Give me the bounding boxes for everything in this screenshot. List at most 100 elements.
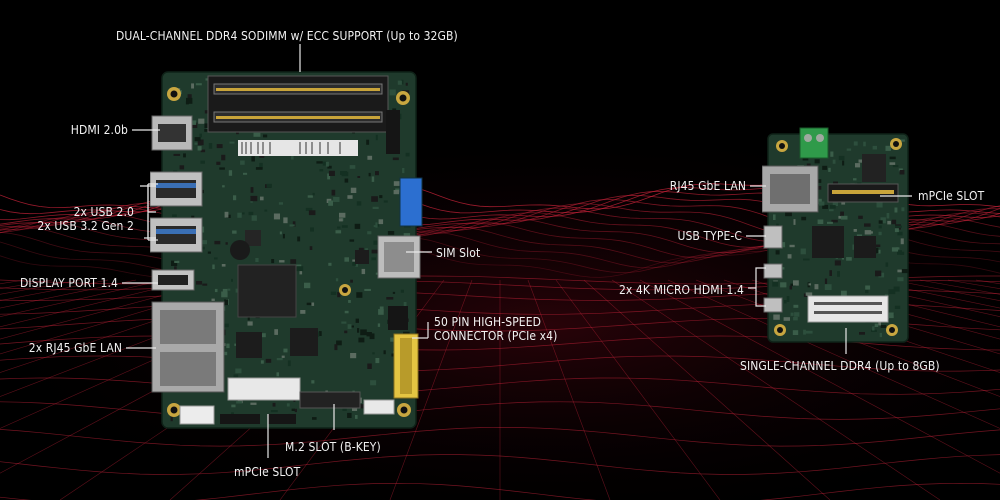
grid-line-horizontal — [0, 426, 1000, 447]
smd-component — [785, 211, 792, 217]
smd-component — [875, 247, 879, 254]
smd-component — [784, 300, 787, 304]
smd-component — [259, 155, 265, 158]
label-sim-slot: SIM Slot — [436, 246, 481, 260]
smd-component — [242, 212, 245, 215]
m2-slot — [299, 391, 361, 409]
smd-component — [876, 202, 883, 208]
smd-component — [219, 167, 225, 170]
smd-component — [221, 291, 228, 298]
smd-component — [379, 195, 383, 199]
smd-component — [367, 363, 372, 369]
label-single-ddr4: SINGLE-CHANNEL DDR4 (Up to 8GB) — [740, 359, 940, 373]
smd-component — [831, 219, 838, 223]
smd-component — [838, 155, 845, 161]
smd-component — [328, 262, 332, 266]
smd-component — [350, 325, 354, 328]
smd-component — [271, 259, 275, 264]
smd-component — [273, 213, 280, 220]
smd-component — [349, 165, 356, 169]
smd-component — [378, 309, 384, 315]
smd-component — [204, 110, 210, 114]
smd-component — [897, 250, 902, 255]
smd-component — [349, 239, 355, 242]
smd-component — [300, 310, 306, 314]
smd-component — [397, 80, 402, 85]
smd-component — [232, 230, 237, 234]
smd-component — [304, 282, 311, 289]
smd-component — [253, 132, 261, 137]
smd-component — [858, 215, 863, 219]
smd-component — [201, 246, 205, 250]
smd-component — [356, 292, 363, 298]
smd-component — [240, 160, 245, 165]
smd-component — [208, 143, 213, 149]
smd-component — [319, 169, 324, 172]
smd-component — [403, 302, 407, 307]
smd-component — [296, 266, 304, 272]
smd-component — [204, 123, 211, 129]
smd-component — [263, 134, 268, 138]
smd-component — [341, 321, 347, 324]
smd-component — [226, 343, 230, 349]
smd-component — [356, 201, 362, 206]
smd-component — [259, 162, 263, 169]
smd-component — [183, 153, 186, 158]
smd-component — [283, 217, 288, 224]
label-m2-slot: M.2 SLOT (B-KEY) — [285, 440, 381, 454]
smd-component — [197, 139, 204, 146]
smd-component — [872, 145, 877, 150]
ddr4-module — [807, 295, 889, 323]
smd-component — [283, 348, 288, 353]
smd-component — [794, 312, 800, 317]
smd-component — [174, 260, 180, 263]
smd-component — [827, 221, 833, 224]
smd-component — [336, 340, 342, 346]
smd-component — [401, 79, 404, 85]
smd-component — [341, 225, 348, 228]
smd-component — [222, 288, 228, 294]
smd-component — [270, 410, 278, 413]
smd-component — [354, 223, 361, 229]
smd-component — [392, 291, 396, 294]
smd-component — [390, 337, 395, 342]
smd-component — [891, 247, 899, 252]
smd-component — [308, 210, 316, 216]
smd-component — [337, 226, 341, 229]
smd-component — [312, 192, 315, 196]
smd-component — [276, 358, 283, 361]
smd-component — [297, 236, 301, 242]
smd-component — [371, 257, 376, 261]
smd-component — [231, 278, 233, 282]
smd-component — [235, 368, 242, 374]
smd-component — [887, 220, 891, 225]
smd-component — [204, 128, 208, 132]
smd-component — [842, 160, 845, 166]
smd-component — [367, 231, 372, 235]
smd-component — [358, 337, 365, 343]
smd-component — [780, 282, 787, 288]
smd-component — [260, 196, 264, 201]
smd-component — [873, 244, 881, 247]
smd-component — [368, 172, 371, 177]
smd-component — [370, 380, 377, 386]
smd-component — [195, 83, 202, 86]
smd-component — [224, 351, 228, 356]
smd-component — [375, 358, 380, 364]
smd-component — [898, 168, 903, 172]
smd-component — [311, 380, 315, 384]
smd-component — [187, 94, 192, 99]
smd-component — [808, 283, 811, 286]
smd-component — [389, 89, 396, 96]
smd-component — [251, 215, 257, 221]
smd-component — [250, 402, 257, 405]
smd-component — [255, 167, 263, 170]
smd-component — [373, 240, 380, 245]
smd-component — [338, 218, 343, 222]
smd-component — [347, 195, 353, 199]
smd-component — [387, 231, 395, 235]
smd-component — [318, 331, 322, 336]
smd-component — [224, 299, 229, 306]
smd-component — [383, 350, 386, 355]
mounting-holes — [167, 87, 411, 417]
